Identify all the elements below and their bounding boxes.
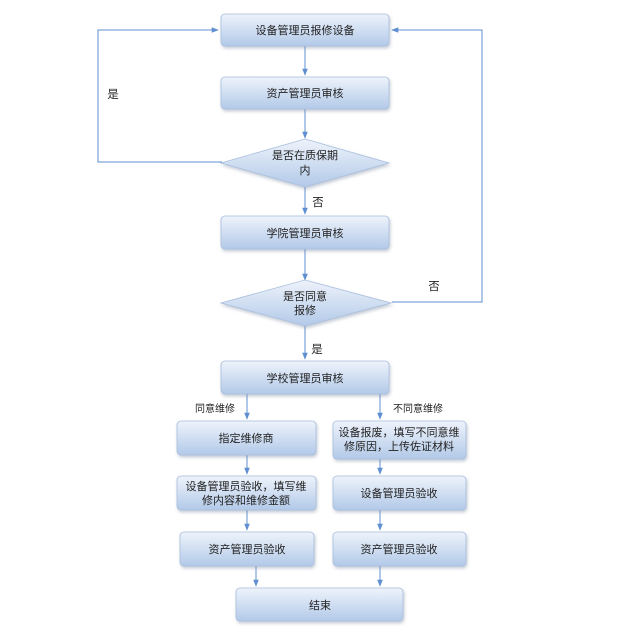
node-equipment-acceptance-fill: 设备管理员验收，填写维 修内容和维修金额 bbox=[176, 475, 317, 511]
edge-warranty-yes-loop bbox=[97, 27, 222, 163]
node-assign-vendor: 指定维修商 bbox=[176, 420, 317, 456]
node-asset-acceptance-left: 资产管理员验收 bbox=[179, 531, 315, 567]
node-asset-review: 资产管理员审核 bbox=[220, 76, 390, 110]
node-equipment-acceptance-fill-line2: 修内容和维修金额 bbox=[202, 493, 290, 507]
node-agree-check: 是否同意 报修 bbox=[219, 279, 393, 327]
node-equipment-acceptance-label: 设备管理员验收 bbox=[361, 486, 438, 500]
edges bbox=[97, 27, 483, 587]
node-equipment-acceptance: 设备管理员验收 bbox=[332, 475, 467, 511]
edge-agree-no-loop bbox=[391, 27, 483, 303]
node-warranty-check: 是否在质保期 内 bbox=[219, 138, 391, 188]
node-college-review-label: 学院管理员审核 bbox=[267, 226, 344, 240]
node-agree-check-line1: 是否同意 bbox=[283, 289, 327, 303]
node-assign-vendor-label: 指定维修商 bbox=[219, 431, 274, 445]
label-warranty-no: 否 bbox=[312, 195, 324, 209]
node-warranty-check-line1: 是否在质保期 bbox=[272, 148, 338, 162]
node-agree-check-line2: 报修 bbox=[294, 303, 316, 317]
node-asset-review-label: 资产管理员审核 bbox=[267, 86, 344, 100]
node-scrap-equipment-line2: 修原因，上传佐证材料 bbox=[344, 439, 454, 453]
edge-labels: 是 否 否 是 同意维修 不同意维修 bbox=[107, 87, 443, 415]
node-school-review-label: 学校管理员审核 bbox=[267, 371, 344, 385]
label-agree-yes: 是 bbox=[311, 342, 323, 356]
node-asset-acceptance-right-label: 资产管理员验收 bbox=[361, 542, 438, 556]
node-asset-acceptance-left-label: 资产管理员验收 bbox=[209, 542, 286, 556]
node-end: 结束 bbox=[235, 587, 404, 622]
node-end-label: 结束 bbox=[309, 599, 331, 612]
node-asset-acceptance-right: 资产管理员验收 bbox=[332, 531, 467, 567]
node-scrap-equipment-line1: 设备报废，填写不同意维 bbox=[339, 425, 460, 439]
node-school-review: 学校管理员审核 bbox=[220, 360, 390, 395]
node-warranty-check-line2: 内 bbox=[300, 163, 311, 177]
label-agree-no: 否 bbox=[428, 279, 440, 293]
node-report-label: 设备管理员报修设备 bbox=[256, 23, 355, 37]
node-scrap-equipment: 设备报废，填写不同意维 修原因，上传佐证材料 bbox=[332, 420, 467, 460]
node-college-review: 学院管理员审核 bbox=[220, 215, 390, 250]
label-branch-disagree: 不同意维修 bbox=[393, 402, 443, 415]
label-warranty-yes: 是 bbox=[107, 87, 119, 101]
label-branch-agree: 同意维修 bbox=[195, 402, 235, 415]
node-report: 设备管理员报修设备 bbox=[220, 13, 390, 47]
node-equipment-acceptance-fill-line1: 设备管理员验收，填写维 bbox=[186, 479, 307, 493]
